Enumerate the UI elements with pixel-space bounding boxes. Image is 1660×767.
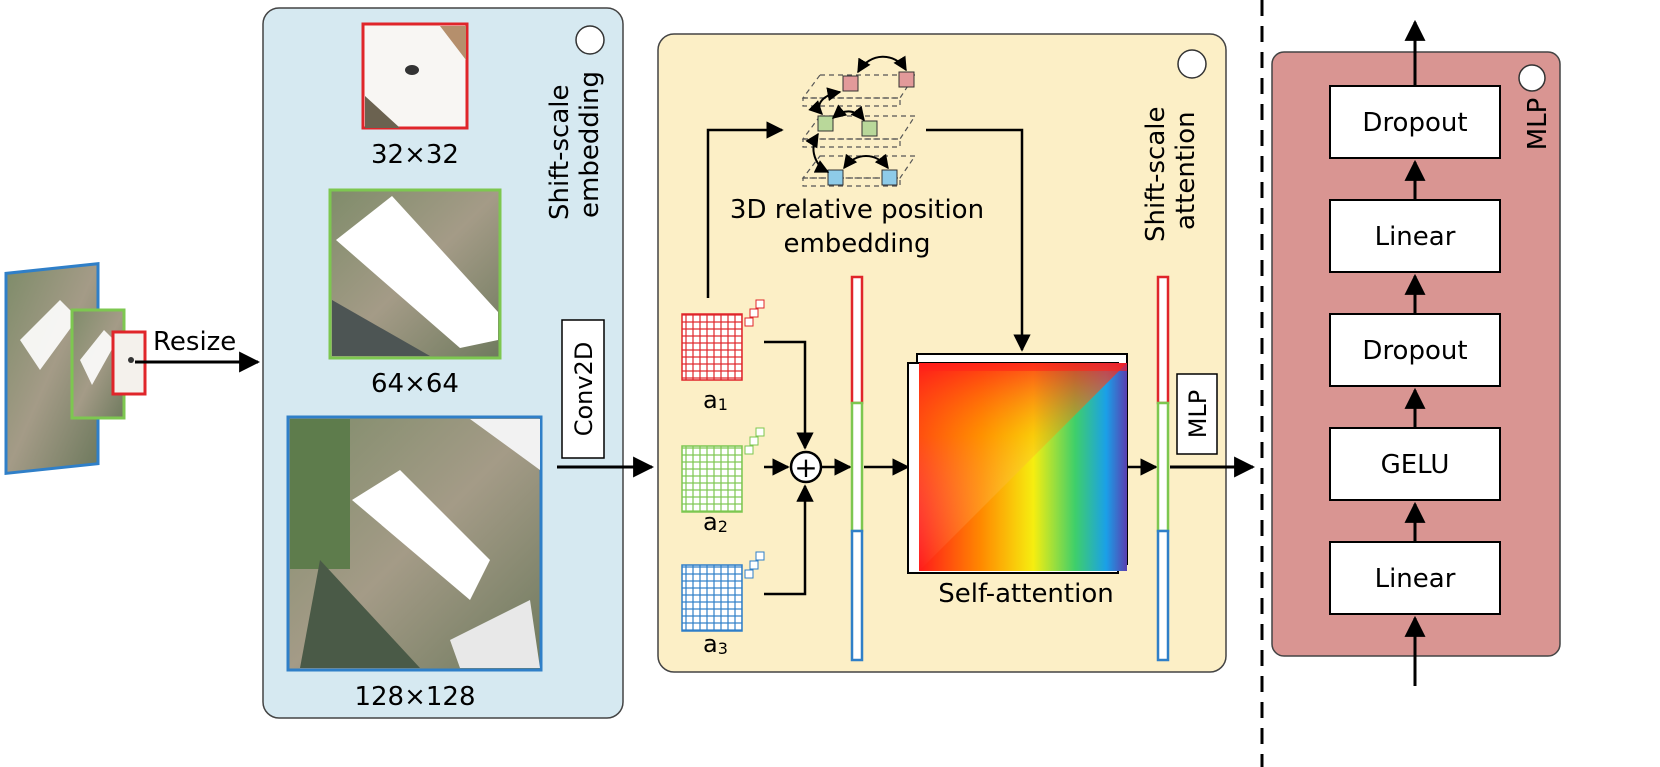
mlp-panel-knob	[1518, 64, 1546, 92]
mlp-small-label: MLP	[1184, 390, 1212, 439]
a1-to-sum-arrow	[764, 340, 814, 450]
pos-embed-to-attention-arrow	[926, 128, 1031, 352]
resize-label: Resize	[153, 327, 236, 357]
mlp-panel-title: MLP	[1523, 98, 1553, 151]
mlp-layer-linear-1-label: Linear	[1375, 564, 1456, 594]
embedding-title-line2: embedding	[575, 71, 605, 218]
attention-title-line2: attention	[1171, 111, 1201, 230]
conv2d-label: Conv2D	[570, 342, 598, 437]
a3-to-sum-arrow	[764, 484, 814, 596]
mlp-small-box	[1176, 373, 1218, 455]
input-image-stack	[4, 262, 147, 476]
self-attention-map	[907, 353, 1128, 574]
mlp-layer-linear-1	[1329, 541, 1501, 615]
token-sequence-bar-out	[1156, 275, 1170, 662]
sum-symbol: +	[794, 451, 817, 484]
token-sequence-bar-in	[850, 275, 864, 662]
attention-title-line1: Shift-scale	[1141, 107, 1171, 242]
pos-embed-label-line2: embedding	[783, 229, 930, 259]
mlp-layer-gelu-label: GELU	[1381, 450, 1450, 480]
scale-label-128: 128×128	[354, 682, 475, 712]
scale-image-64	[328, 188, 502, 360]
token-label-a2: a2	[703, 508, 728, 536]
sum-node	[789, 450, 823, 484]
mlp-layer-dropout-1-label: Dropout	[1362, 336, 1467, 366]
embedding-title-line1: Shift-scale	[545, 85, 575, 220]
scale-image-128	[286, 415, 543, 672]
mlp-layer-dropout-2	[1329, 85, 1501, 159]
scale-label-64: 64×64	[371, 369, 459, 399]
token-grid-a1	[681, 299, 765, 381]
token-grid-a3	[681, 551, 765, 632]
self-attention-label: Self-attention	[938, 579, 1113, 609]
scale-label-32: 32×32	[371, 140, 459, 170]
token-label-a3: a3	[703, 630, 728, 658]
token-to-pos-embed-arrow	[706, 121, 784, 298]
mlp-layer-dropout-2-label: Dropout	[1362, 108, 1467, 138]
mlp-layer-linear-2-label: Linear	[1375, 222, 1456, 252]
pos-embed-label-line1: 3D relative position	[730, 195, 984, 225]
token-label-a1: a1	[703, 386, 728, 414]
attention-panel-knob	[1177, 49, 1207, 79]
relative-position-3d-icon	[801, 55, 917, 187]
scale-image-32	[361, 22, 469, 130]
embedding-panel-knob	[575, 25, 605, 55]
conv2d-box	[561, 319, 605, 459]
token-grid-a2	[681, 427, 765, 513]
mlp-layer-dropout-1	[1329, 313, 1501, 387]
mlp-layer-gelu	[1329, 427, 1501, 501]
